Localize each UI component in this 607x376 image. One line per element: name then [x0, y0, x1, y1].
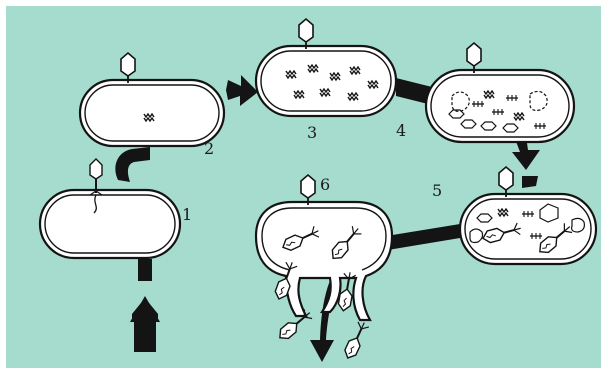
stage-label-5: 5 [432, 181, 442, 200]
stage-label-4: 4 [396, 121, 406, 140]
stage-label-3: 3 [307, 123, 317, 142]
entry-arrow-head-icon [134, 318, 156, 352]
stage-label-6: 6 [320, 175, 330, 194]
stage-label-1: 1 [182, 205, 192, 224]
entry-arrow-shaft [138, 259, 152, 281]
stage-label-2: 2 [204, 139, 214, 158]
